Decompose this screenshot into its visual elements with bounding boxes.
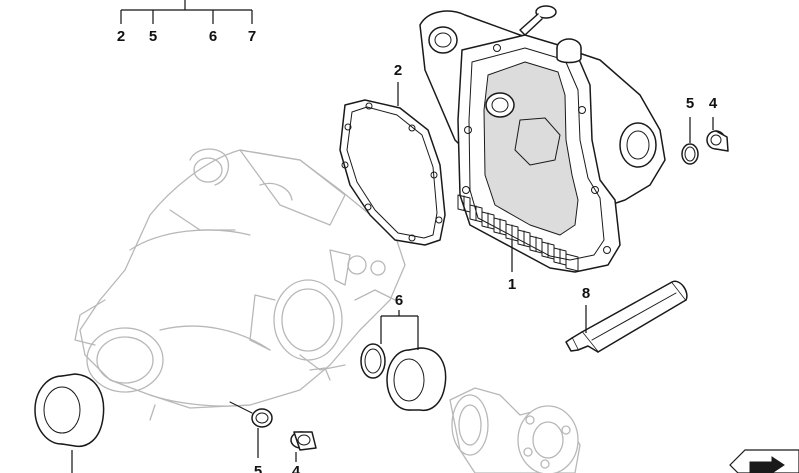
cover-gasket [339,99,446,246]
cover-callout: 1 [508,240,516,293]
callout-label: 4 [709,95,718,112]
callout-label: 5 [686,95,694,112]
screw-plug-bottom [290,431,317,451]
differential-rear-cover [419,5,666,273]
sealant-tube [565,280,688,353]
callout-label: 4 [292,463,301,473]
seal-callout-6: 6 [380,292,419,350]
callout-label: 5 [254,463,262,473]
callout-label: 5 [149,28,157,45]
callout-label: 1 [508,276,516,293]
o-ring-right [681,143,699,165]
cover-bolt [519,5,557,36]
o-ring-bottom [229,401,273,428]
left-shaft-seal [34,373,105,473]
callout-label: 7 [248,28,256,45]
tube-callout: 8 [582,285,590,333]
callout-label: 2 [117,28,125,45]
top-callout-group: 2 5 6 7 [117,0,256,45]
right-callouts: 5 4 [686,95,718,143]
cover-cooling-fins [457,194,579,272]
callout-label: 8 [582,285,590,302]
bottom-callouts: 5 4 [254,428,301,473]
shaft-seal-group [360,343,447,412]
screw-plug-right [706,130,729,152]
differential-housing-ghost [74,148,406,421]
callout-label: 6 [209,28,217,45]
callout-label: 6 [395,292,403,309]
output-flange [449,387,581,473]
next-page-arrow-icon[interactable] [729,449,799,473]
gasket-callout: 2 [394,62,402,106]
callout-label: 2 [394,62,402,79]
